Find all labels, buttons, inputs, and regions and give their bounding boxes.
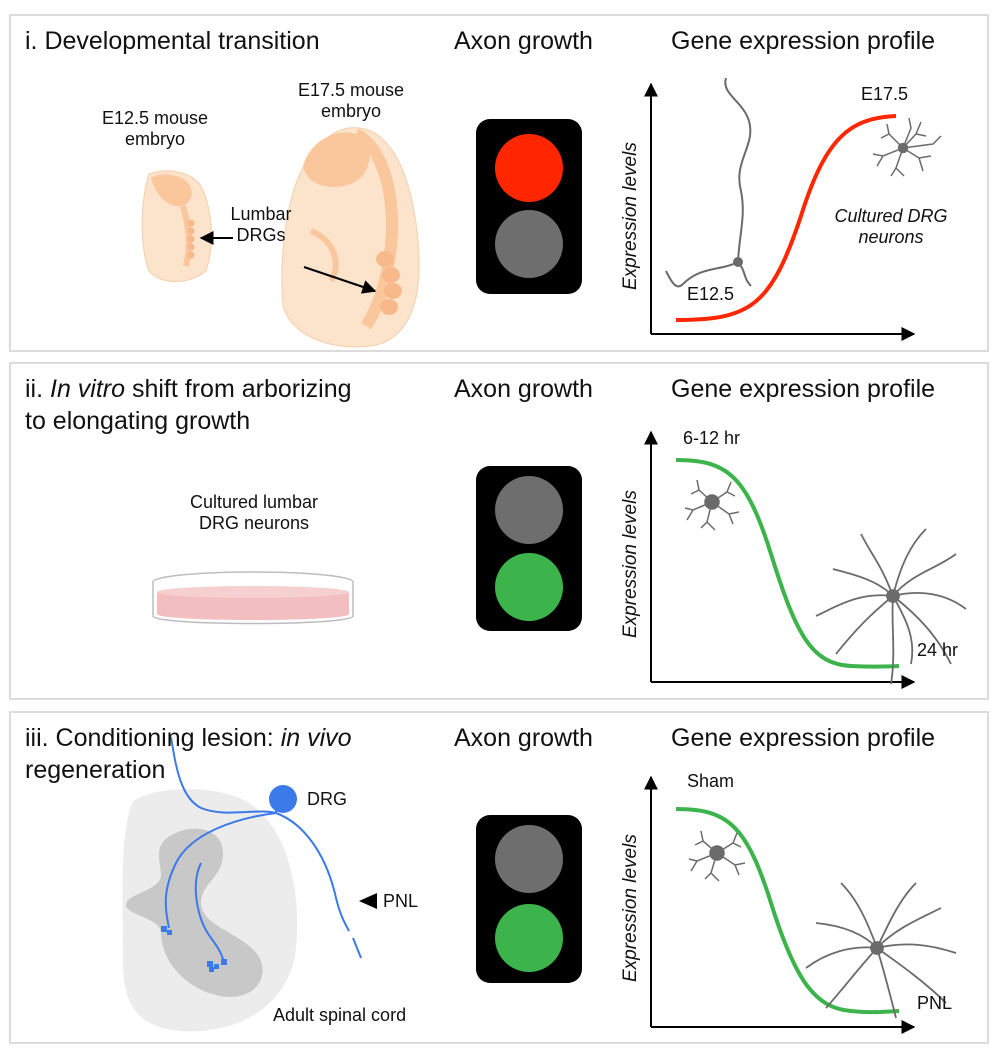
expression-curve-rising: [675, 114, 897, 322]
panel-3-graphics: [122, 736, 957, 1034]
pnl-arrowhead: [359, 893, 377, 909]
spinal-cord-illustration: [122, 788, 298, 1032]
chart-axes: [644, 82, 916, 341]
lumbar-drgs-label: Lumbar DRGs: [230, 204, 292, 245]
culture-dish-illustration: [152, 571, 354, 625]
e12-5-embryo-label: E12.5 mouse embryo: [101, 108, 209, 149]
red-light: [495, 134, 563, 202]
panel-2-title-prefix: ii.: [25, 375, 50, 403]
panel-1-title: i. Developmental transition: [25, 27, 320, 55]
chart-label-pnl: PNL: [917, 993, 953, 1013]
off-light: [495, 210, 563, 278]
cultured-drg-neurons-label: Cultured DRG neurons: [834, 206, 948, 247]
cultured-lumbar-drg-label: Cultured lumbar DRG neurons: [189, 492, 319, 533]
panel-3-title-prefix: iii. Conditioning lesion:: [25, 724, 281, 752]
traffic-light-green: [476, 466, 582, 631]
time-label-24hr: 24 hr: [917, 640, 959, 660]
panel-1-gene-profile-title: Gene expression profile: [671, 27, 936, 55]
panel-1-graphics: [141, 77, 942, 348]
drg-soma: [269, 785, 297, 813]
chart-axes: [644, 430, 916, 689]
panel-3-axon-growth-label: Axon growth: [454, 724, 593, 752]
traffic-light-red: [476, 119, 582, 294]
time-label-6-12hr: 6-12 hr: [683, 428, 741, 448]
panel-3-title: iii. Conditioning lesion: in vivo: [25, 723, 352, 753]
panel-in-vitro-shift: ii. In vitro shift from arborizing to el…: [9, 362, 989, 700]
sham-neuron-icon: [688, 830, 746, 882]
panel-3-title-italic: in vivo: [280, 724, 352, 752]
panel-2-title: ii. In vitro shift from arborizing: [25, 374, 352, 404]
adult-spinal-cord-label: Adult spinal cord: [273, 1005, 407, 1025]
panel-developmental-transition: i. Developmental transition Axon growth …: [9, 14, 989, 352]
expression-curve-falling: [675, 458, 900, 669]
drg-label: DRG: [307, 789, 347, 809]
e12-5-embryo-illustration: [141, 170, 212, 282]
green-light: [495, 904, 563, 972]
terminal-boutons: [161, 926, 227, 972]
y-axis-label: Expression levels: [620, 834, 641, 982]
arrow-to-e17-drgs: [303, 266, 377, 294]
drg-axons: [164, 736, 362, 964]
pnl-neuron-icon: [805, 882, 957, 1019]
panel-3-gene-profile-title: Gene expression profile: [671, 724, 936, 752]
pnl-arrow-label: PNL: [383, 891, 419, 911]
panel-2-axon-growth-label: Axon growth: [454, 375, 593, 403]
y-axis-label: Expression levels: [620, 490, 641, 638]
panel-3-title-line2: regeneration: [25, 756, 166, 784]
y-axis-label: Expression levels: [620, 142, 641, 290]
panel-2-title-line2: to elongating growth: [25, 407, 251, 435]
chart-label-e12-5: E12.5: [687, 284, 735, 304]
expression-curve-falling: [675, 807, 900, 1015]
e17-5-embryo-label: E17.5 mouse embryo: [297, 80, 405, 121]
panel-2-gene-profile-title: Gene expression profile: [671, 375, 936, 403]
green-light: [495, 553, 563, 621]
off-light: [495, 476, 563, 544]
chart-axes: [644, 775, 916, 1034]
e17-neuron-icon: [872, 117, 942, 177]
arborizing-neuron-icon: [684, 479, 740, 531]
panel-2-graphics: [152, 430, 967, 689]
panel-1-axon-growth-label: Axon growth: [454, 27, 593, 55]
e17-5-embryo-illustration: [281, 127, 420, 348]
panel-conditioning-lesion: iii. Conditioning lesion: in vivo regene…: [9, 711, 989, 1044]
e12-neuron-icon: [665, 77, 752, 288]
elongating-neuron-icon: [815, 528, 967, 685]
chart-label-e17-5: E17.5: [861, 84, 909, 104]
panel-2-title-italic: In vitro: [50, 375, 126, 403]
chart-label-sham: Sham: [687, 771, 735, 791]
off-light: [495, 825, 563, 893]
traffic-light-green: [476, 815, 582, 983]
panel-2-title-rest: shift from arborizing: [125, 375, 352, 403]
